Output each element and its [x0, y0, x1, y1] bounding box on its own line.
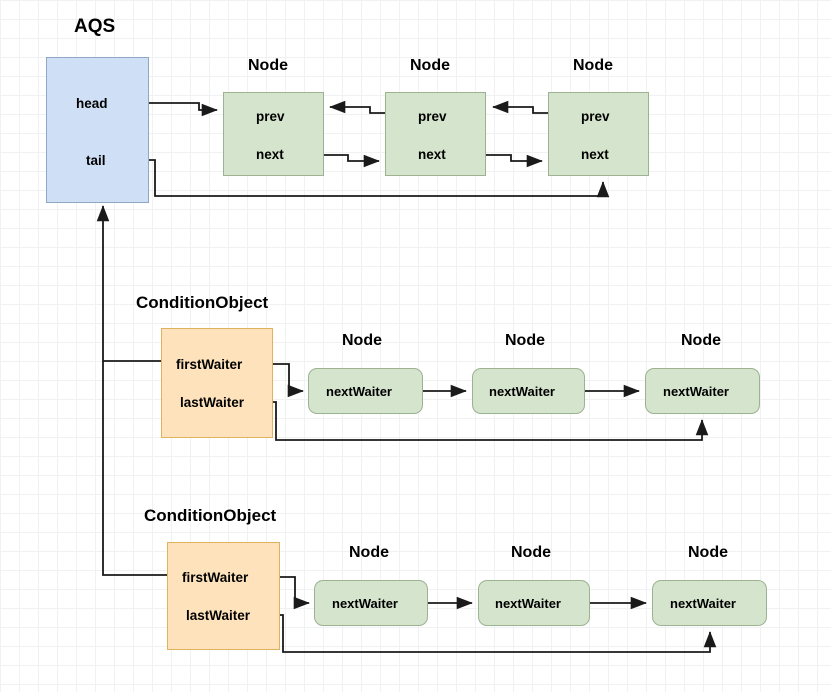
condition1-waiter3-box[interactable]: [645, 368, 760, 414]
condition2-waiter2-box[interactable]: [478, 580, 590, 626]
condition1-box[interactable]: [161, 328, 273, 438]
condition1-waiter3-title: Node: [681, 332, 721, 349]
node1-field-next: next: [256, 147, 284, 162]
condition2-waiter1-field: nextWaiter: [332, 596, 398, 611]
condition1-field-firstwaiter: firstWaiter: [176, 357, 243, 372]
node1-box[interactable]: [223, 92, 324, 176]
condition2-box[interactable]: [167, 542, 280, 650]
aqs-box[interactable]: [46, 57, 149, 203]
node1-title: Node: [248, 57, 288, 74]
condition1-waiter2-title: Node: [505, 332, 545, 349]
condition2-waiter1-title: Node: [349, 544, 389, 561]
condition1-waiter1-field: nextWaiter: [326, 384, 392, 399]
condition1-waiter1-title: Node: [342, 332, 382, 349]
condition2-waiter3-field: nextWaiter: [670, 596, 736, 611]
condition2-waiter2-title: Node: [511, 544, 551, 561]
condition2-waiter2-field: nextWaiter: [495, 596, 561, 611]
condition2-field-lastwaiter: lastWaiter: [186, 608, 251, 623]
condition2-waiter3-title: Node: [688, 544, 728, 561]
condition1-waiter1-box[interactable]: [308, 368, 423, 414]
condition2-title: ConditionObject: [144, 506, 277, 525]
node2-box[interactable]: [385, 92, 486, 176]
condition1-waiter2-box[interactable]: [472, 368, 585, 414]
node1-field-prev: prev: [256, 109, 285, 124]
condition1-waiter3-field: nextWaiter: [663, 384, 729, 399]
condition2-waiter3-box[interactable]: [652, 580, 767, 626]
node3-box[interactable]: [548, 92, 649, 176]
node2-field-next: next: [418, 147, 446, 162]
node3-field-next: next: [581, 147, 609, 162]
condition1-field-lastwaiter: lastWaiter: [180, 395, 245, 410]
aqs-field-head: head: [76, 96, 108, 111]
condition2-field-firstwaiter: firstWaiter: [182, 570, 249, 585]
node3-field-prev: prev: [581, 109, 610, 124]
node2-title: Node: [410, 57, 450, 74]
edge-tail-to-node3: [117, 159, 610, 198]
node3-title: Node: [573, 57, 613, 74]
aqs-title: AQS: [74, 16, 116, 37]
aqs-field-tail: tail: [86, 153, 106, 168]
edge-condition1-to-aqs: [96, 205, 161, 362]
edge-condition2-to-aqs: [102, 361, 167, 576]
condition1-waiter2-field: nextWaiter: [489, 384, 555, 399]
condition1-title: ConditionObject: [136, 293, 269, 312]
condition2-waiter1-box[interactable]: [314, 580, 428, 626]
node2-field-prev: prev: [418, 109, 447, 124]
